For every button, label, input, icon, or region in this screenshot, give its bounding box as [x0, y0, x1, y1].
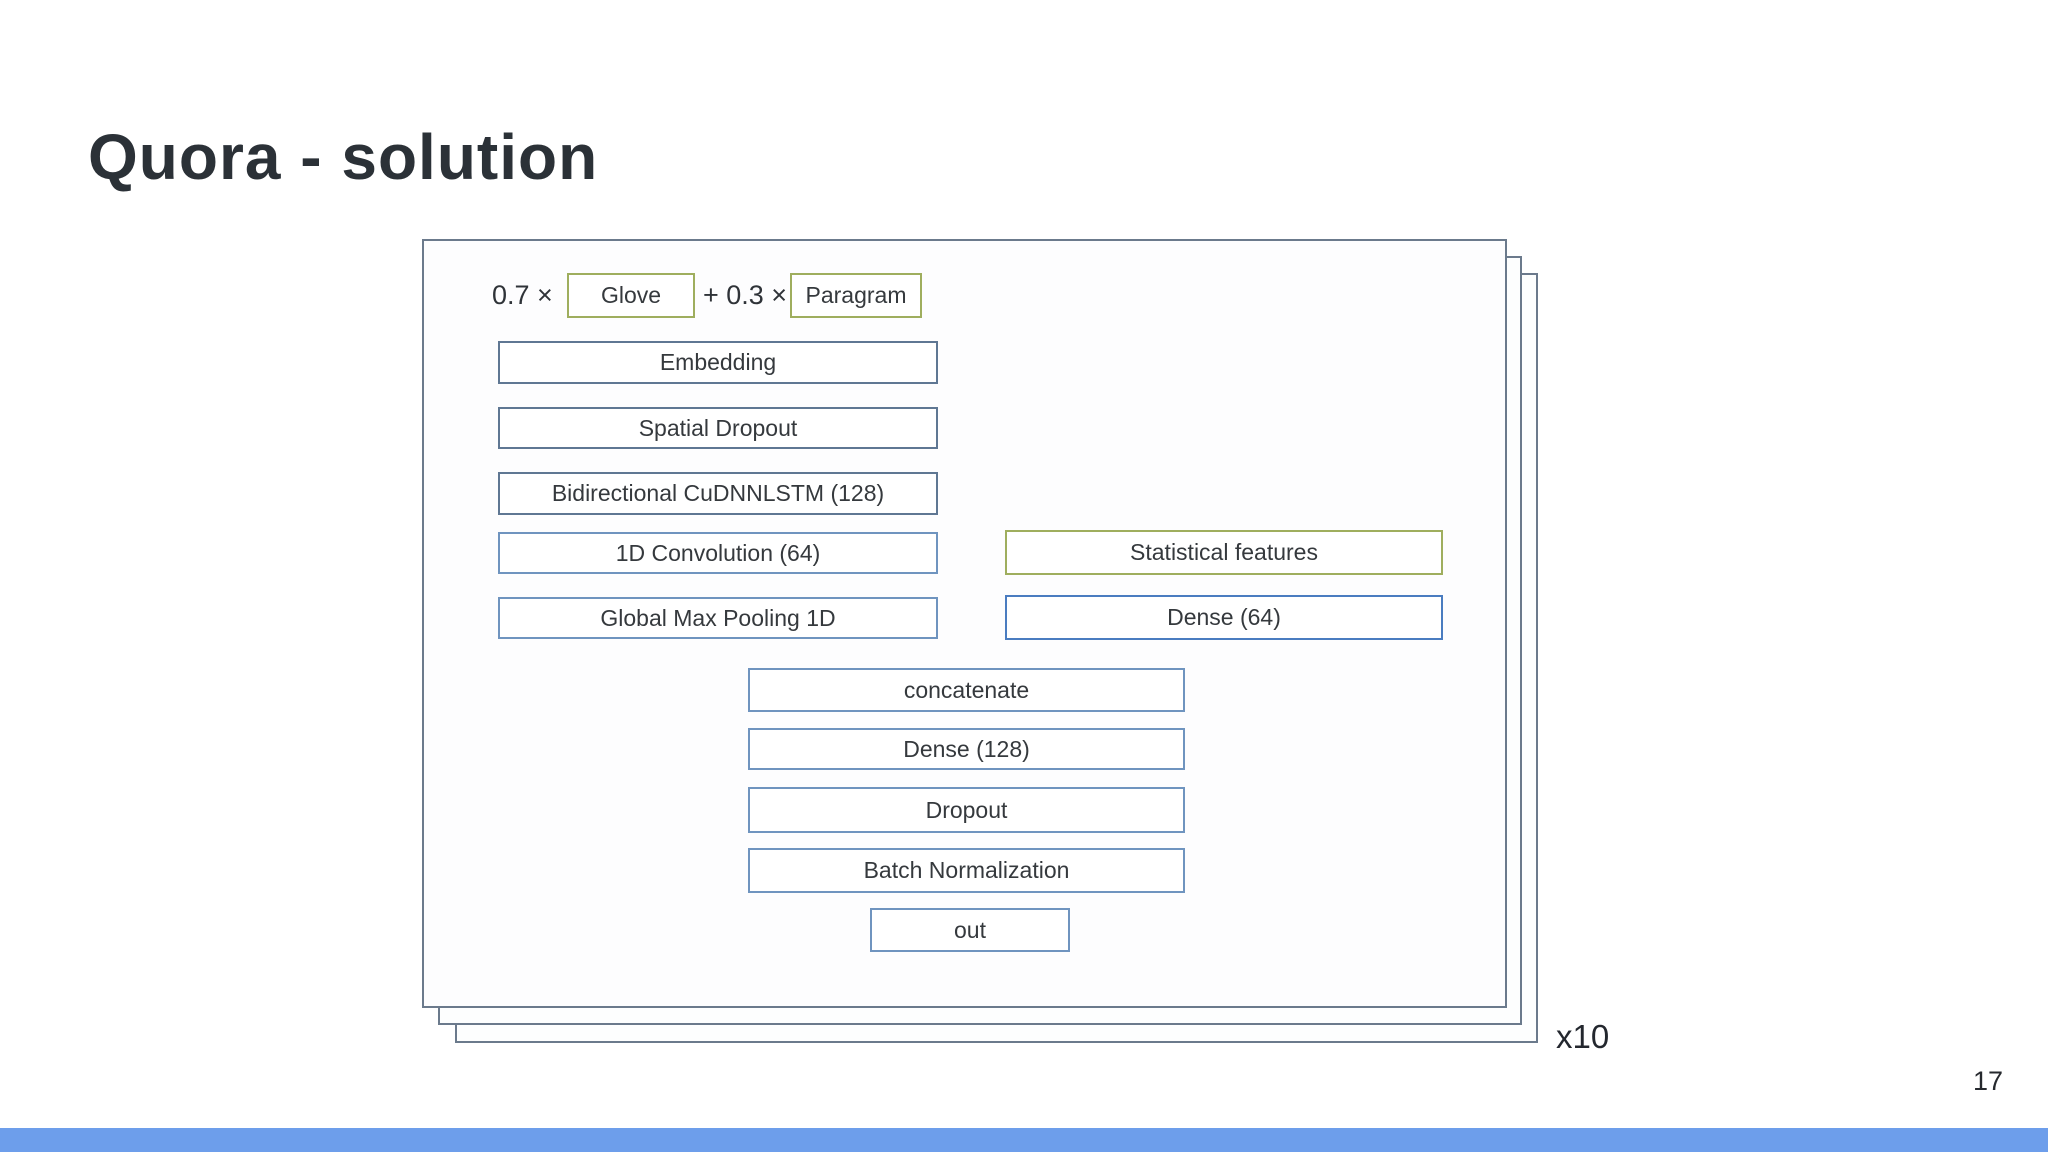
conv1d-layer-box: 1D Convolution (64): [498, 532, 938, 574]
footer-accent-bar: [0, 1128, 2048, 1152]
dropout-layer-box: Dropout: [748, 787, 1185, 833]
global-max-pooling-layer-box: Global Max Pooling 1D: [498, 597, 938, 639]
embedding-layer-box: Embedding: [498, 341, 938, 384]
paragram-embedding-box: Paragram: [790, 273, 922, 318]
concatenate-layer-box: concatenate: [748, 668, 1185, 712]
dense-64-layer-box: Dense (64): [1005, 595, 1443, 640]
dense-128-layer-box: Dense (128): [748, 728, 1185, 770]
spatial-dropout-layer-box: Spatial Dropout: [498, 407, 938, 449]
formula-coefficient-1: 0.7 ×: [492, 280, 553, 310]
slide-title: Quora - solution: [88, 121, 599, 193]
repeat-count-label: x10: [1556, 1018, 1610, 1055]
statistical-features-box: Statistical features: [1005, 530, 1443, 575]
batch-normalization-layer-box: Batch Normalization: [748, 848, 1185, 893]
formula-coefficient-2: + 0.3 ×: [703, 280, 788, 310]
glove-embedding-box: Glove: [567, 273, 695, 318]
page-number: 17: [1972, 1066, 2004, 1096]
output-layer-box: out: [870, 908, 1070, 952]
bidirectional-lstm-layer-box: Bidirectional CuDNNLSTM (128): [498, 472, 938, 515]
